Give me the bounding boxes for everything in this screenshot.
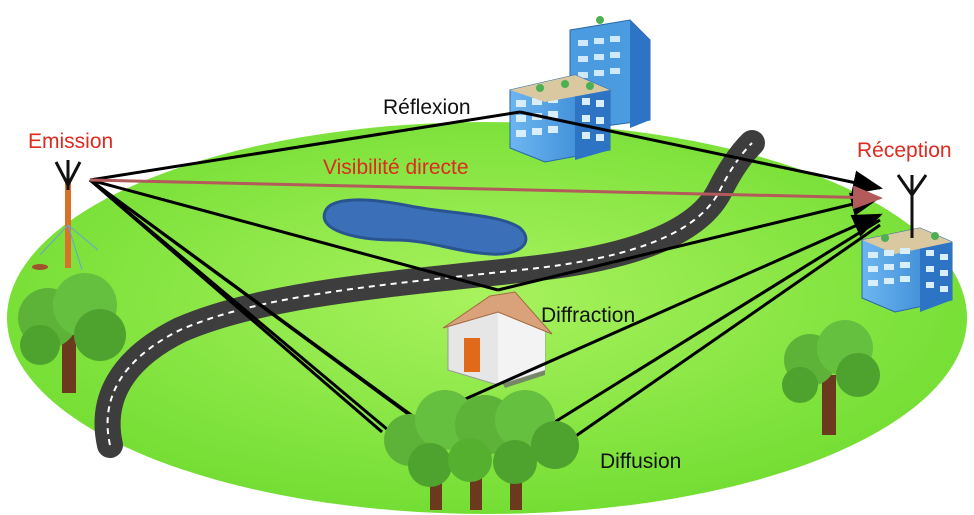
building-reflexion <box>509 16 651 163</box>
building-reception <box>861 227 953 313</box>
emission-antenna-icon <box>32 160 99 271</box>
label-diffusion: Diffusion <box>600 450 682 473</box>
label-reception: Réception <box>857 139 952 162</box>
label-reflexion: Réflexion <box>383 96 471 119</box>
label-emission: Emission <box>28 130 114 153</box>
tree-right <box>782 320 880 435</box>
house <box>442 291 553 388</box>
label-diffraction: Diffraction <box>541 304 636 327</box>
rays <box>89 110 883 442</box>
lake <box>322 198 528 256</box>
tree-cluster-diffusion <box>384 390 579 510</box>
tree-left <box>18 273 126 393</box>
road <box>94 130 765 458</box>
reception-antenna-icon <box>896 174 928 238</box>
direct-ray <box>89 178 883 210</box>
label-direct-visibility: Visibilité directe <box>323 156 469 179</box>
